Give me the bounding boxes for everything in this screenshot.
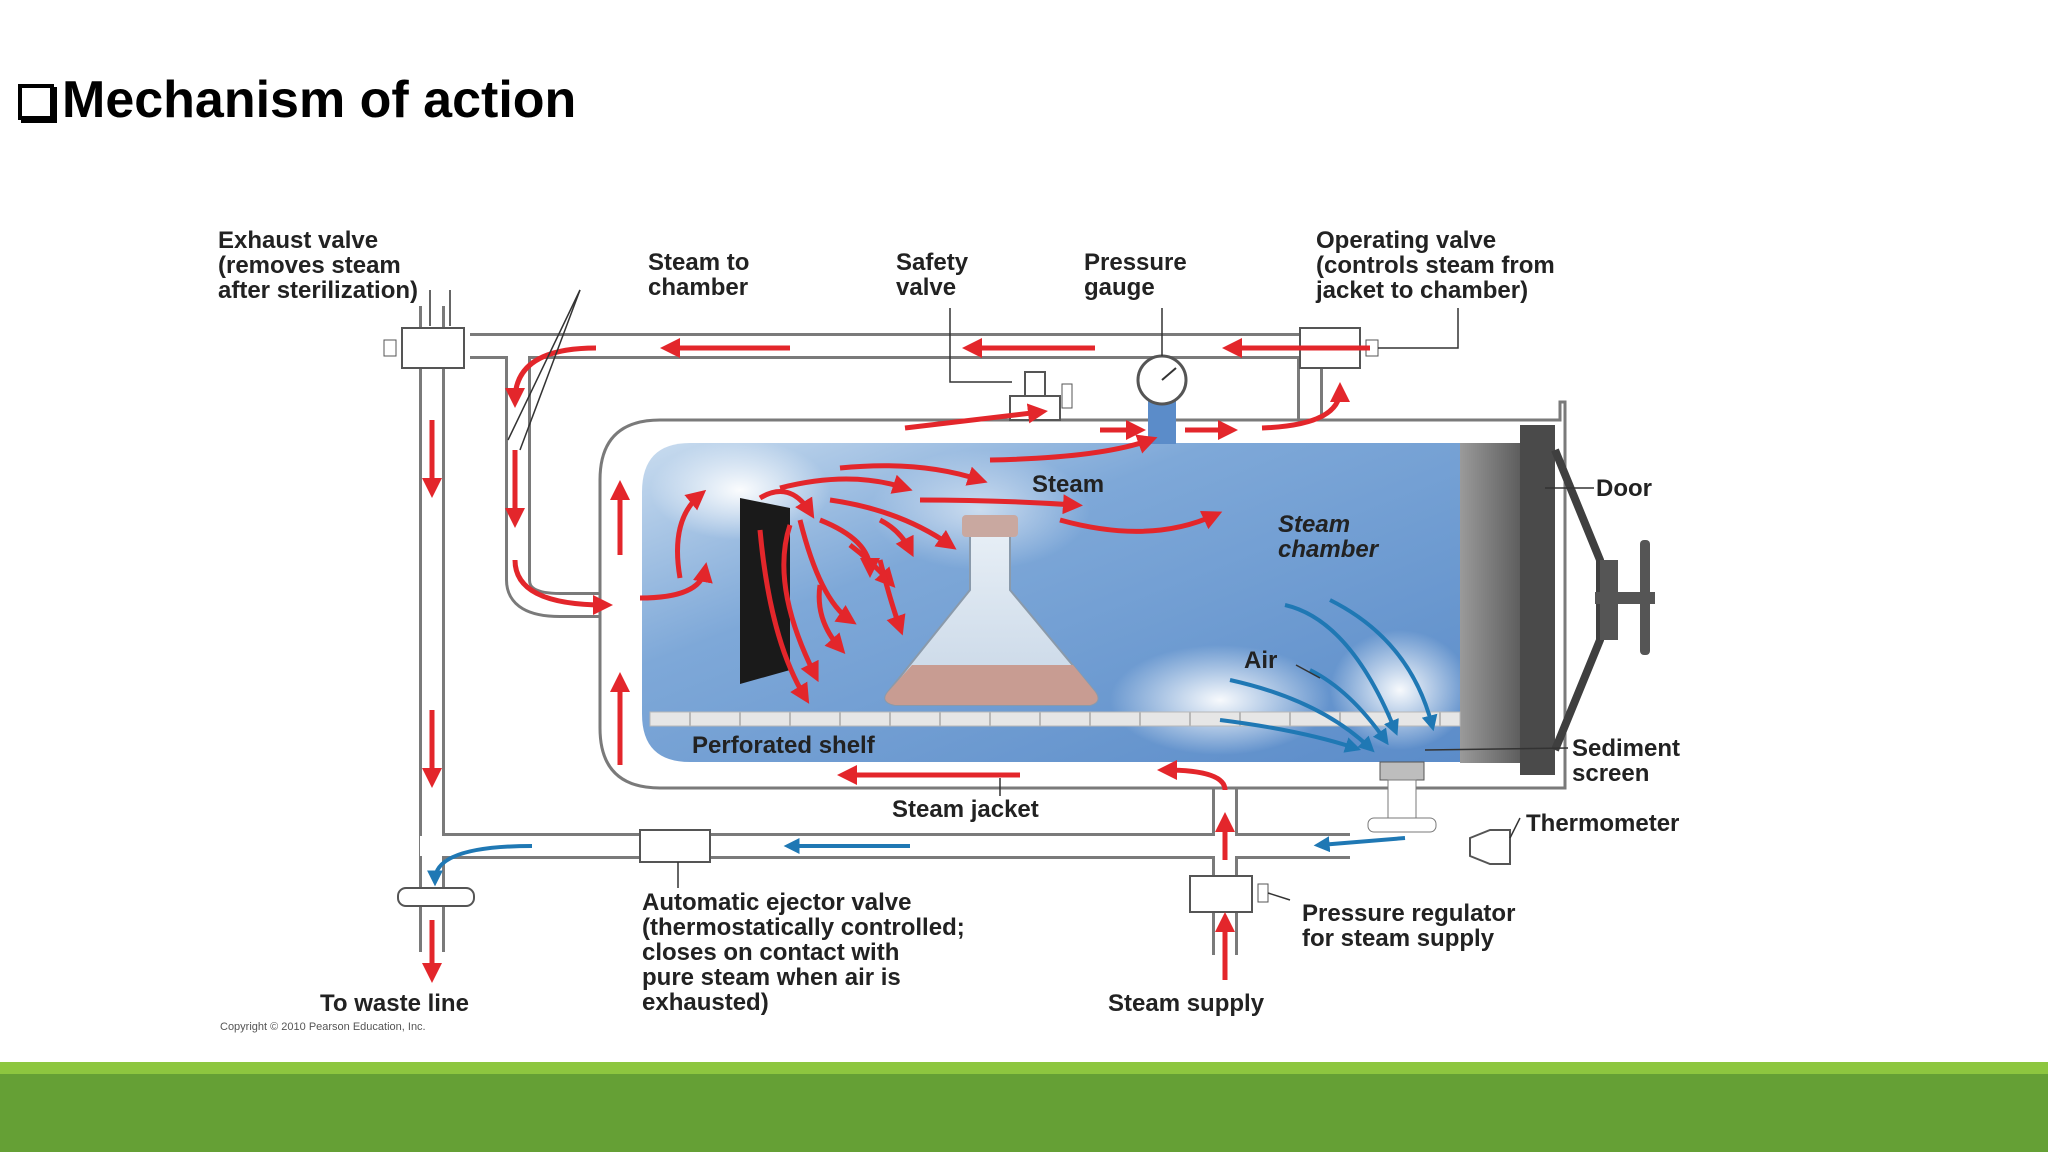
safety-valve-label: Safety valve	[896, 249, 975, 301]
thermometer-label: Thermometer	[1526, 810, 1679, 837]
autoclave-diagram: Exhaust valve (removes steam after steri…	[218, 227, 1687, 1033]
checkbox-bullet-icon	[18, 84, 54, 120]
pressure-regulator-label: Pressure regulator for steam supply	[1302, 900, 1522, 952]
pressure-regulator	[1189, 875, 1253, 913]
pressure-gauge-label: Pressure gauge	[1084, 249, 1193, 301]
air-label: Air	[1244, 647, 1277, 674]
slide-title: Mechanism of action	[18, 70, 576, 130]
to-waste-line-label: To waste line	[320, 990, 469, 1017]
exhaust-valve	[401, 327, 465, 369]
slide-title-text: Mechanism of action	[62, 71, 577, 129]
exhaust-valve-label: Exhaust valve (removes steam after steri…	[218, 227, 418, 304]
steam-to-chamber-label: Steam to chamber	[648, 249, 756, 301]
steam-chamber-label: Steam chamber	[1278, 511, 1380, 563]
flask	[884, 515, 1099, 706]
baffle-plate	[740, 498, 790, 684]
door-label: Door	[1596, 475, 1652, 502]
automatic-ejector-valve	[639, 829, 711, 863]
footer-band	[0, 1074, 2048, 1152]
waste-line-coupling	[397, 887, 475, 907]
perforated-shelf	[649, 711, 1461, 727]
operating-valve-label: Operating valve (controls steam from jac…	[1315, 227, 1561, 304]
perforated-shelf-label: Perforated shelf	[692, 732, 876, 759]
steam-supply-label: Steam supply	[1108, 990, 1265, 1017]
steam-flow-arrows	[422, 338, 1370, 983]
door	[1520, 425, 1555, 775]
steam-label: Steam	[1032, 471, 1104, 498]
door-frame	[1460, 443, 1520, 763]
footer-accent-line	[0, 1062, 2048, 1074]
steam-jacket-label: Steam jacket	[892, 796, 1039, 823]
sediment-screen-label: Sediment screen	[1572, 735, 1687, 787]
thermometer	[1469, 829, 1511, 865]
automatic-ejector-valve-label: Automatic ejector valve (thermostaticall…	[642, 889, 971, 1016]
air-flow-arrows	[427, 598, 1438, 887]
copyright-text: Copyright © 2010 Pearson Education, Inc.	[220, 1021, 426, 1033]
leader-lines	[429, 289, 1594, 901]
sediment-screen	[1379, 761, 1425, 781]
